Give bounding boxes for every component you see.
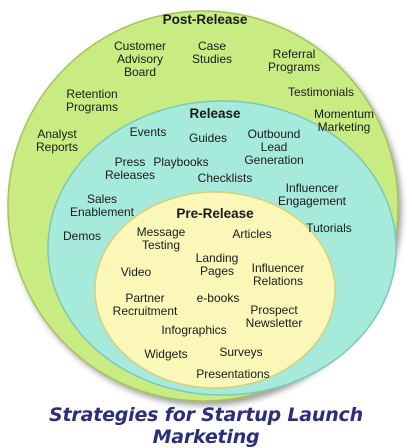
release-item-tutorials: Tutorials <box>306 221 352 235</box>
pre-release-title: Pre-Release <box>176 206 254 221</box>
pre-item-e-books: e-books <box>196 291 240 305</box>
pre-item-message-testing: Message Testing <box>136 225 186 252</box>
post-item-referral-programs: Referral Programs <box>267 47 320 74</box>
pre-item-partner-recruitment: Partner Recruitment <box>112 291 178 318</box>
release-item-sales-enablement: Sales Enablement <box>69 192 135 219</box>
pre-item-infographics: Infographics <box>161 323 227 337</box>
release-title: Release <box>189 106 241 121</box>
release-item-press-releases: Press Releases <box>104 155 156 182</box>
pre-item-surveys: Surveys <box>219 345 263 359</box>
pre-release-circle <box>94 191 336 389</box>
post-item-case-studies: Case Studies <box>191 39 233 66</box>
pre-item-landing-pages: Landing Pages <box>195 251 239 278</box>
pre-item-articles: Articles <box>232 227 272 241</box>
release-item-playbooks: Playbooks <box>153 155 209 169</box>
release-item-influencer-engagement: Influencer Engagement <box>277 181 347 208</box>
post-item-customer-advisory-board: Customer Advisory Board <box>113 39 166 79</box>
release-item-outbound-lead-generation: Outbound Lead Generation <box>244 127 304 167</box>
post-release-title: Post-Release <box>162 12 248 27</box>
post-item-testimonials: Testimonials <box>287 85 355 99</box>
post-item-analyst-reports: Analyst Reports <box>35 127 79 154</box>
pre-item-influencer-relations: Influencer Relations <box>251 261 305 288</box>
post-item-momentum-marketing: Momentum Marketing <box>313 107 375 134</box>
release-item-demos: Demos <box>62 229 101 243</box>
pre-item-widgets: Widgets <box>144 347 188 361</box>
pre-item-prospect-newsletter: Prospect Newsletter <box>245 303 303 330</box>
diagram-caption: Strategies for Startup Launch Marketing <box>49 404 363 448</box>
pre-item-video: Video <box>120 265 152 279</box>
post-item-retention-programs: Retention Programs <box>65 87 118 114</box>
release-item-events: Events <box>129 125 167 139</box>
pre-item-presentations: Presentations <box>196 367 270 381</box>
release-item-guides: Guides <box>188 131 228 145</box>
release-item-checklists: Checklists <box>197 171 253 185</box>
